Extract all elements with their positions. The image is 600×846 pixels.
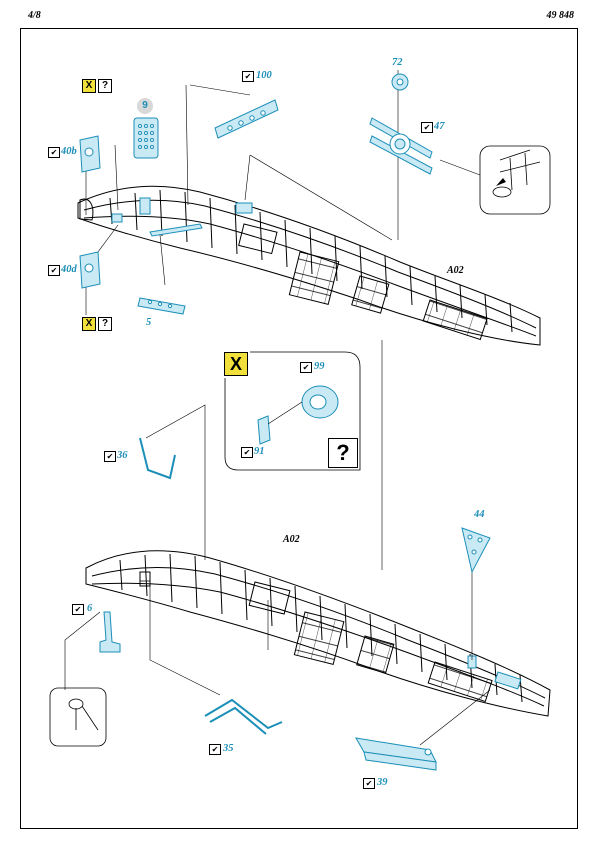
part-9-fret	[133, 117, 159, 159]
checkbox-35[interactable]: ✔	[209, 744, 221, 755]
part-99-disc	[301, 385, 339, 419]
part-100-strip	[214, 99, 279, 139]
part-label-100: 100	[256, 70, 272, 81]
part-label-9: 9	[137, 98, 153, 114]
checkbox-39[interactable]: ✔	[363, 778, 375, 789]
part-72-ring	[391, 73, 409, 91]
part-40d	[79, 251, 101, 289]
part-label-6: 6	[87, 603, 93, 614]
part-label-72: 72	[392, 57, 403, 68]
checkbox-36[interactable]: ✔	[104, 451, 116, 462]
part-44-plate	[461, 527, 491, 574]
detail-callout-bottom	[49, 687, 107, 747]
checkbox-100[interactable]: ✔	[242, 71, 254, 82]
part-47-bracket	[369, 117, 433, 175]
detail-callout-top	[479, 145, 551, 215]
question-marker-bottom-40d: ?	[98, 317, 112, 331]
etched-placement-bottom	[467, 655, 522, 690]
fuselage-top	[77, 185, 541, 346]
part-39-tray	[355, 737, 437, 771]
part-36-handle	[139, 437, 176, 480]
checkbox-47[interactable]: ✔	[421, 122, 433, 133]
checkbox-6[interactable]: ✔	[72, 604, 84, 615]
part-5-strip	[137, 297, 186, 315]
part-label-40b: 40b	[61, 146, 77, 157]
part-label-47: 47	[434, 121, 445, 132]
fuselage-bottom	[85, 550, 551, 717]
assembly-ref-bottom: A02	[283, 534, 300, 545]
part-label-99: 99	[314, 361, 325, 372]
question-marker-inset: ?	[328, 438, 358, 468]
part-label-40d: 40d	[61, 264, 77, 275]
etched-placement-top	[111, 197, 253, 237]
inset-panel	[224, 351, 361, 471]
page-frame	[20, 28, 578, 829]
part-label-35: 35	[223, 743, 234, 754]
checkbox-40d[interactable]: ✔	[48, 265, 60, 276]
checkbox-40b[interactable]: ✔	[48, 147, 60, 158]
checkbox-99[interactable]: ✔	[300, 362, 312, 373]
x-marker-top: X	[82, 79, 96, 93]
leader-36	[145, 404, 206, 560]
part-91-bracket	[257, 415, 271, 445]
part-label-39: 39	[377, 777, 388, 788]
x-marker-inset: X	[224, 352, 248, 376]
callout-arrow-top	[496, 178, 506, 186]
part-label-91: 91	[254, 446, 265, 457]
checkbox-91[interactable]: ✔	[241, 447, 253, 458]
leader-lines-bottom	[64, 540, 491, 746]
part-6-lever	[99, 611, 121, 653]
assembly-ref-top: A02	[447, 265, 464, 276]
x-marker-bottom-40d: X	[82, 317, 96, 331]
page-number: 4/8	[28, 10, 41, 21]
part-label-5: 5	[146, 317, 152, 328]
part-label-44: 44	[474, 509, 485, 520]
part-35-frame	[204, 698, 283, 735]
part-label-36: 36	[117, 450, 128, 461]
part-40b	[79, 135, 101, 173]
set-number: 49 848	[546, 10, 575, 21]
question-marker-top: ?	[98, 79, 112, 93]
